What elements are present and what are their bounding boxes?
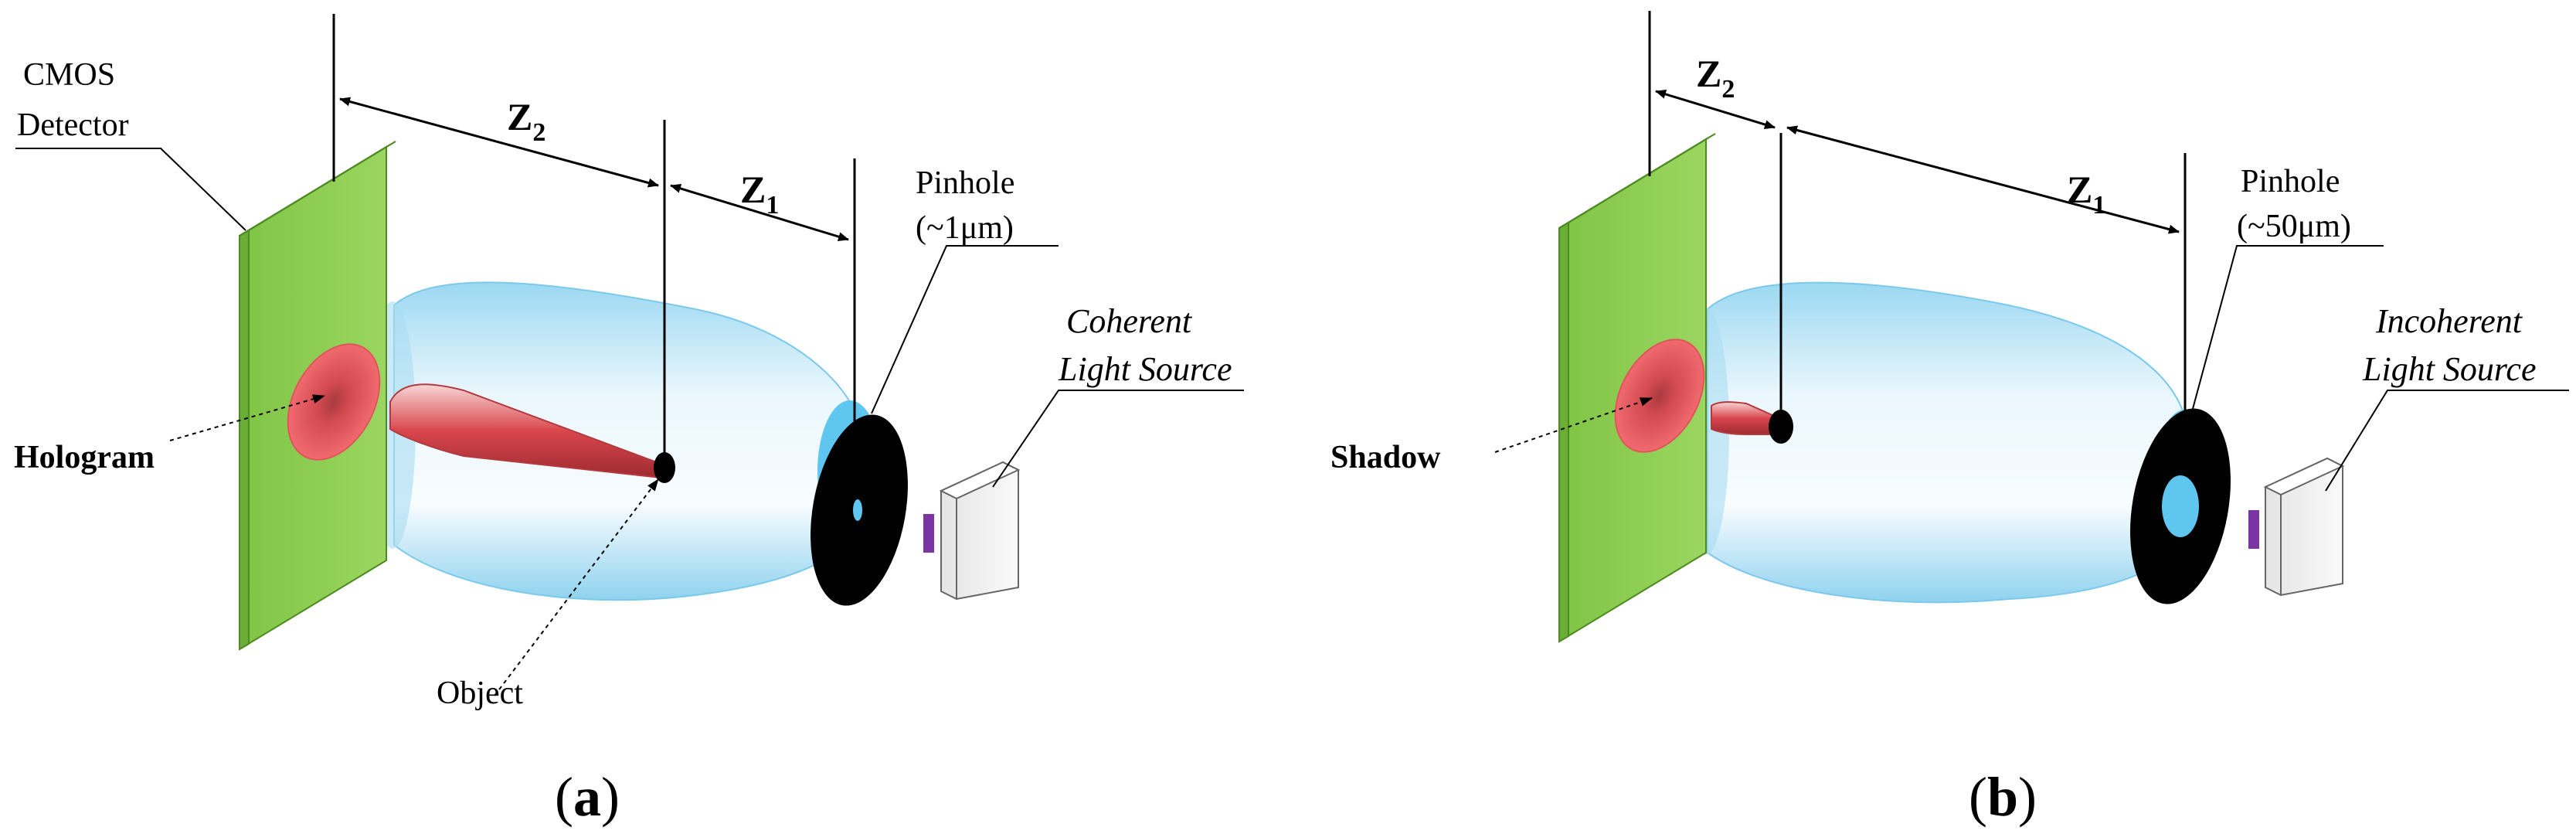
leader-lines-b [1494, 245, 2569, 492]
z2-label-b: Z2 [1696, 52, 1735, 104]
object-particle-b [1769, 410, 1793, 444]
pinhole-disc-a [811, 414, 908, 606]
shadow-label: Shadow [1330, 440, 1441, 475]
leader-lines-a [15, 148, 1244, 696]
detector-label-line2: Detector [17, 107, 129, 143]
coherent-light-source [923, 461, 1021, 601]
pinhole-label-b-line2: (~50μm) [2237, 209, 2351, 244]
detector-label-line1: CMOS [23, 57, 115, 93]
z1-label-a: Z1 [740, 168, 779, 220]
source-label-b-line1: Incoherent [2375, 302, 2523, 340]
caption-b: (b) [1969, 766, 2037, 828]
pinhole-label-a-line2: (~1μm) [916, 210, 1014, 246]
panel-b: Shadow Z2 Z1 Pinhole (~50μm) Incoherent … [1330, 11, 2569, 828]
source-label-a-line1: Coherent [1066, 302, 1193, 340]
z1-label-b: Z1 [2067, 168, 2105, 220]
dimension-lines-b [1648, 11, 2187, 425]
caption-a: (a) [555, 766, 620, 828]
object-label: Object [437, 676, 523, 711]
hologram-pattern [287, 343, 381, 461]
dimension-lines-a [332, 14, 856, 456]
hologram-label: Hologram [14, 440, 155, 475]
panel-a: CMOS Detector Hologram Object Z2 Z1 Pinh… [14, 14, 1244, 828]
pinhole-label-a-line1: Pinhole [916, 165, 1014, 201]
pinhole-disc-b [2130, 408, 2231, 604]
source-label-a-line2: Light Source [1058, 350, 1232, 388]
z2-label-a: Z2 [507, 95, 545, 147]
incoherent-light-source [2248, 457, 2345, 597]
pinhole-label-b-line1: Pinhole [2241, 164, 2340, 199]
object-particle-a [654, 452, 675, 483]
source-label-b-line2: Light Source [2362, 350, 2536, 388]
shadow-pattern [1614, 339, 1705, 453]
